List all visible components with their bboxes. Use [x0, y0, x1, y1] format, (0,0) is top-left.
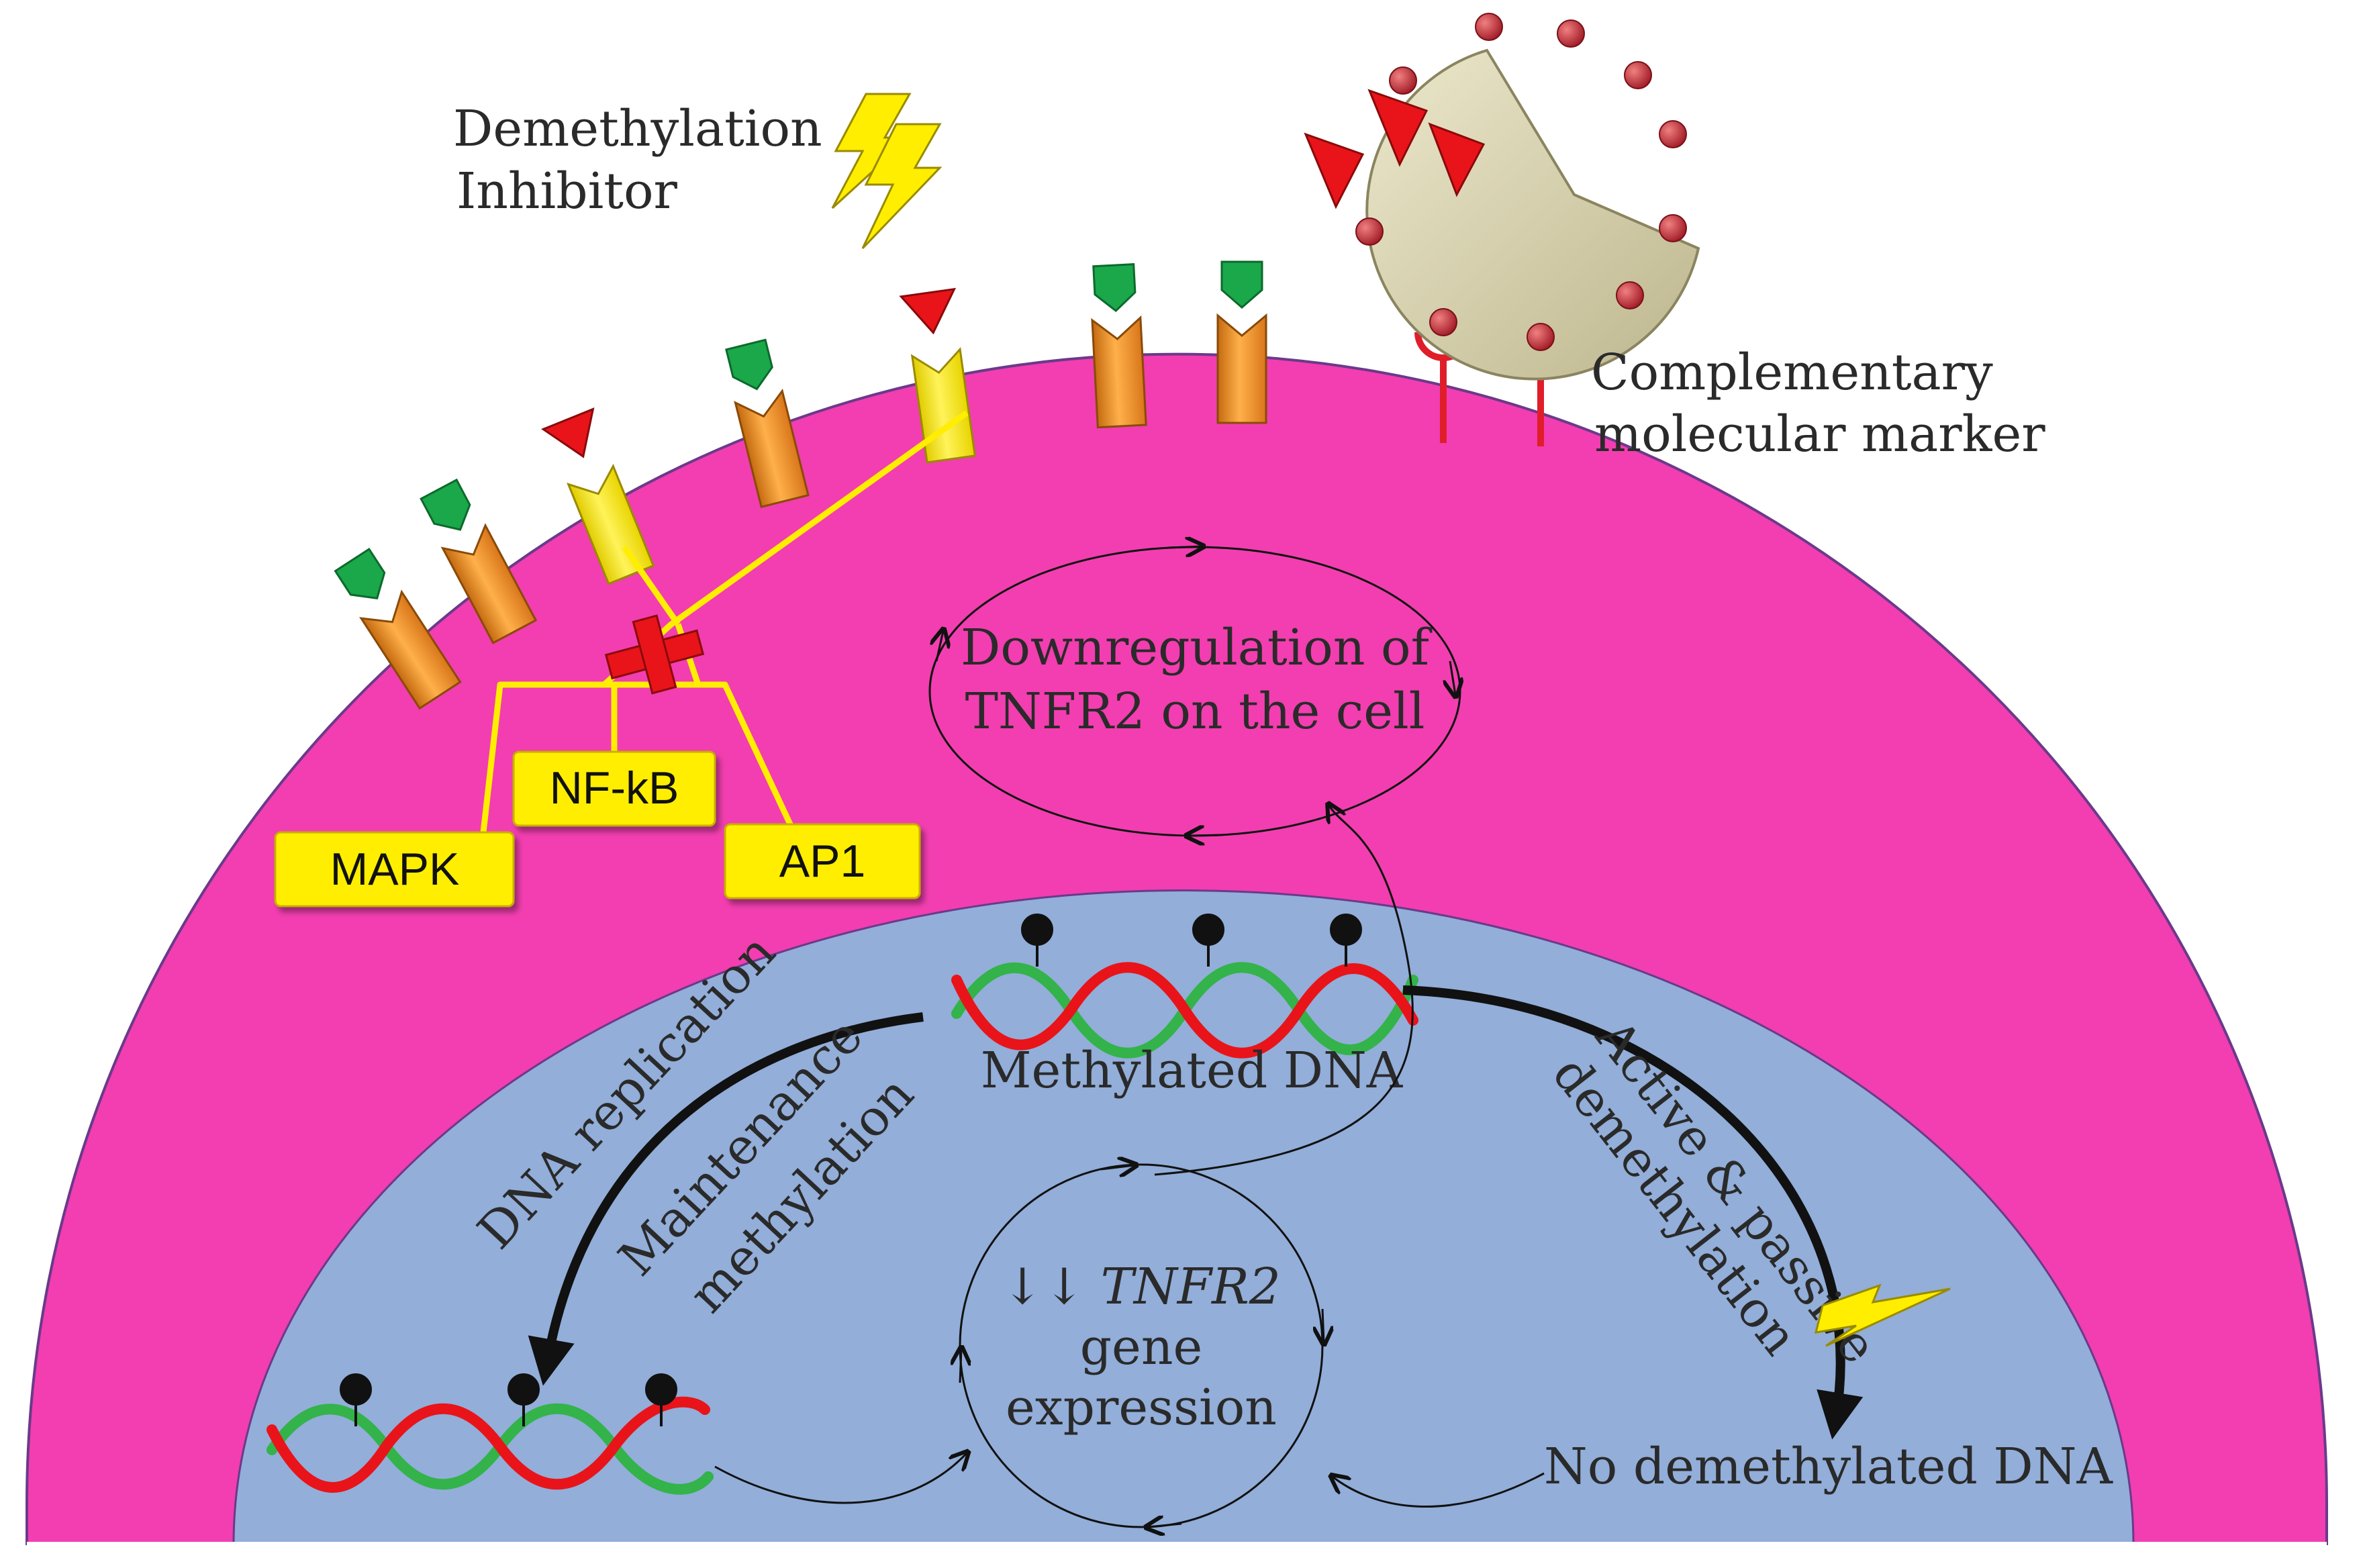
receptor-orange-1	[334, 547, 462, 710]
pathway-box-nfkb: NF-kB	[512, 750, 716, 827]
green-ligand	[725, 338, 773, 391]
receptor-orange-5	[1216, 260, 1267, 424]
pathway-box-mapk: MAPK	[274, 831, 515, 908]
lightning-bolt-icon	[831, 93, 943, 250]
methylated-dna-top	[951, 914, 1418, 1059]
receptor-orange-2	[420, 478, 538, 644]
nfkb-label: NF-kB	[550, 763, 679, 814]
green-ligand	[334, 547, 386, 600]
downregulation-label-2: TNFR2 on the cell	[965, 683, 1425, 740]
tnfr2-gene-name: TNFR2	[1101, 1258, 1281, 1316]
receptor-yellow-2	[899, 287, 977, 464]
connector-curves	[714, 805, 1545, 1508]
downregulation-cycle	[928, 546, 1460, 836]
receptor-orange-3	[725, 338, 810, 508]
no-demethylated-dna-label: No demethylated DNA	[1544, 1438, 2113, 1496]
gene-label: gene	[1080, 1318, 1203, 1376]
demethylation-inhibitor-label-1: Demethylation	[453, 100, 822, 158]
mapk-label: MAPK	[330, 844, 460, 895]
lightning-bolt-icon	[1814, 1283, 1951, 1347]
pacman-cell-icon	[1304, 13, 1700, 381]
red-ligand	[899, 287, 957, 335]
red-ligands-free	[1304, 89, 1486, 209]
receptor-orange-4	[1091, 263, 1147, 429]
red-ligand	[541, 407, 595, 458]
methylated-dna-label: Methylated DNA	[981, 1042, 1404, 1099]
gene-expression-title: ↓↓ TNFR2	[1002, 1258, 1281, 1316]
downregulation-label-1: Downregulation of	[961, 619, 1433, 677]
surface-beads	[1355, 13, 1687, 351]
gene-expression-cycle	[960, 1165, 1324, 1527]
methyl-lollipop-icon	[1021, 914, 1362, 967]
complementary-marker-label-1: Complementary	[1591, 344, 1993, 401]
red-cross-icon	[604, 614, 705, 695]
down-arrows: ↓↓	[1002, 1258, 1085, 1316]
methylated-dna-bottom	[267, 1373, 714, 1495]
green-ligand	[420, 478, 471, 531]
ap1-label: AP1	[779, 836, 866, 887]
complementary-marker-label-2: molecular marker	[1594, 405, 2045, 463]
methyl-lollipop-icon	[340, 1373, 677, 1426]
replication-arrow	[528, 1012, 924, 1386]
nucleus	[232, 889, 2135, 1545]
green-ligand	[1220, 260, 1263, 309]
demethylation-inhibitor-label-2: Inhibitor	[456, 162, 678, 220]
expression-label: expression	[1006, 1379, 1277, 1436]
pathway-box-ap1: AP1	[724, 823, 921, 899]
membrane-receptors	[334, 260, 1267, 710]
green-ligand	[1092, 263, 1137, 313]
